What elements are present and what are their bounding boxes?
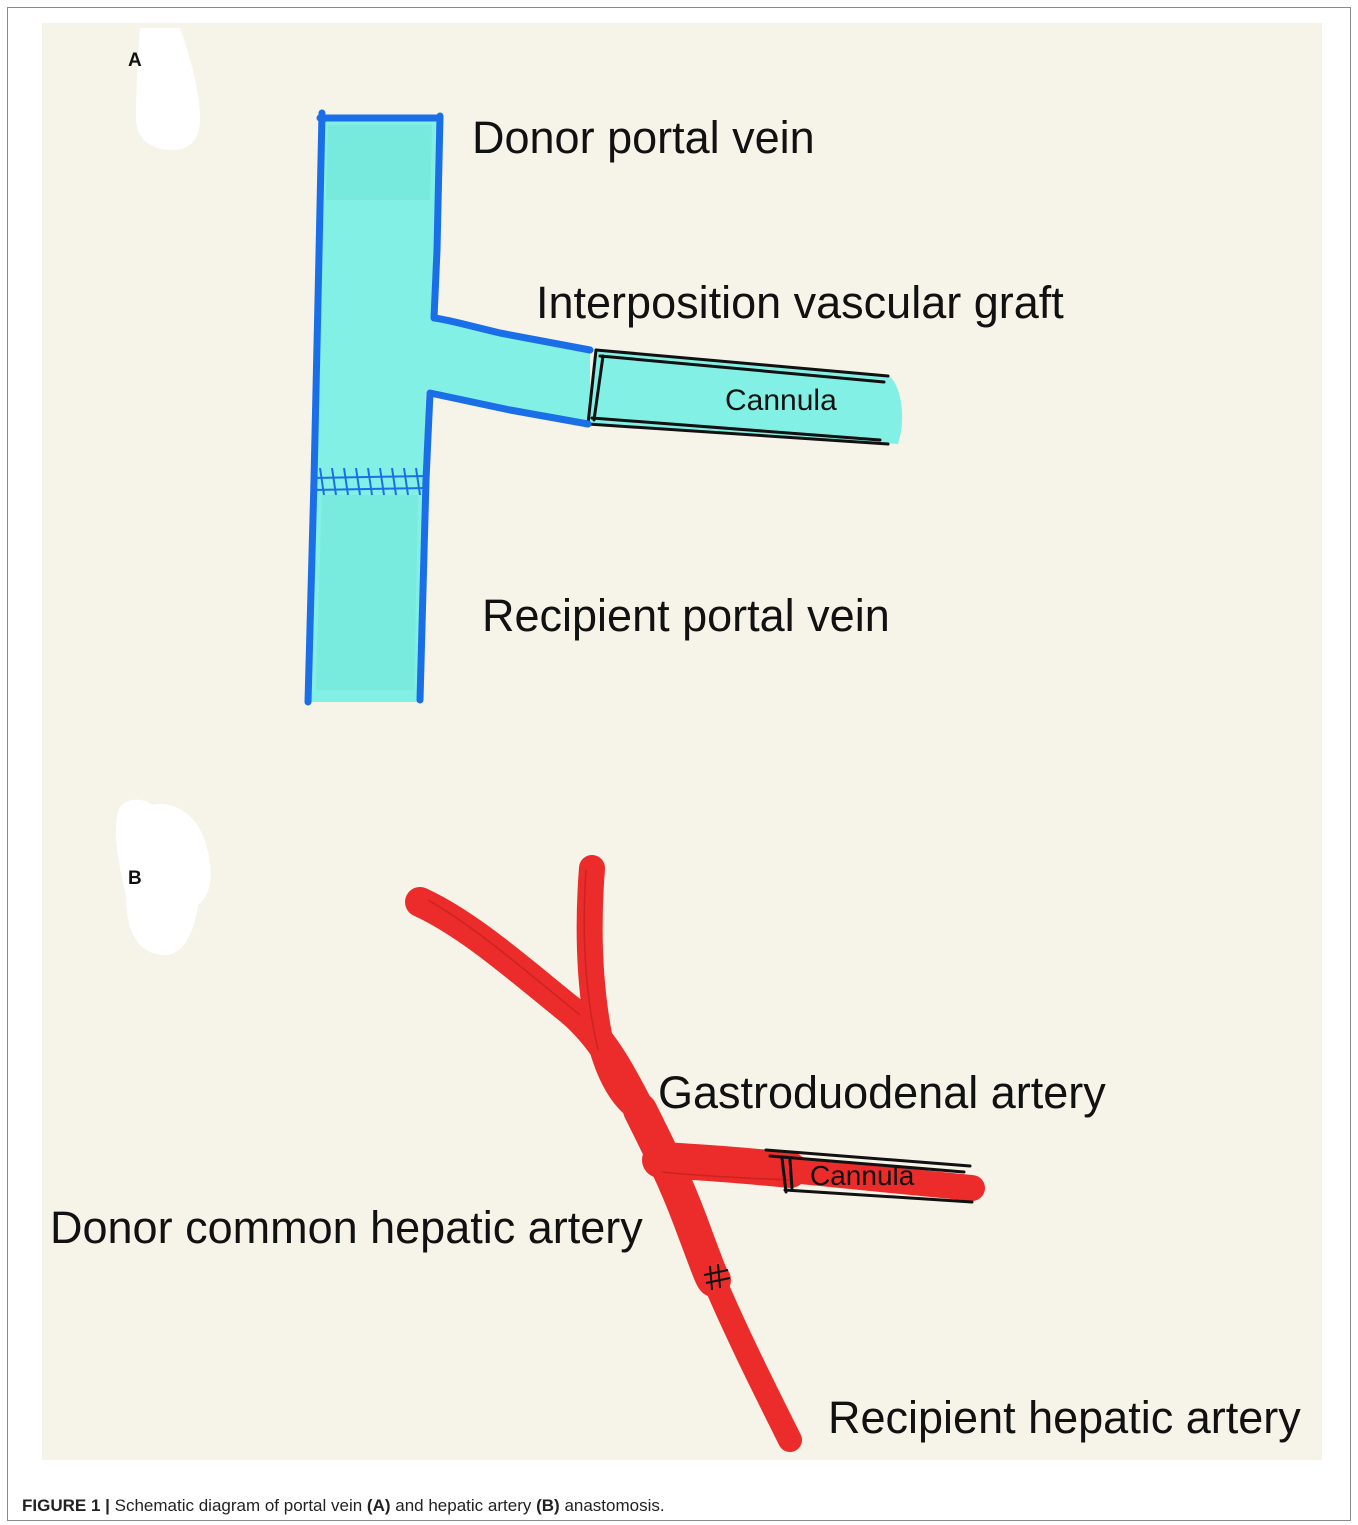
caption-ref-a: (A) [367,1496,391,1515]
vein-shading-bottom [316,495,418,690]
figure-label: FIGURE 1 | [22,1496,110,1515]
cannula-a-label: Cannula [725,384,837,417]
cannula-b-label: Cannula [810,1160,915,1191]
caption-text-2: and hepatic artery [395,1496,531,1515]
vein-shading-top [326,125,432,200]
panel-letter-a: A [128,50,142,71]
gastroduodenal-artery-label: Gastroduodenal artery [658,1067,1106,1118]
recipient-portal-vein-label: Recipient portal vein [482,590,890,641]
recipient-hepatic-artery-label: Recipient hepatic artery [828,1392,1301,1443]
caption-ref-b: (B) [536,1496,560,1515]
caption-text-3: anastomosis. [564,1496,664,1515]
figure-diagram: Cannula Donor portal vein Interposition … [0,0,1358,1490]
interposition-graft-label: Interposition vascular graft [536,277,1064,328]
graft-junction [374,324,446,376]
figure-caption: FIGURE 1 | Schematic diagram of portal v… [22,1496,665,1516]
panel-letter-b: B [128,868,142,889]
donor-portal-vein-label: Donor portal vein [472,112,815,163]
donor-common-hepatic-artery-label: Donor common hepatic artery [50,1202,643,1253]
gastroduodenal-artery-shape [660,1160,790,1170]
caption-text-1: Schematic diagram of portal vein [115,1496,363,1515]
